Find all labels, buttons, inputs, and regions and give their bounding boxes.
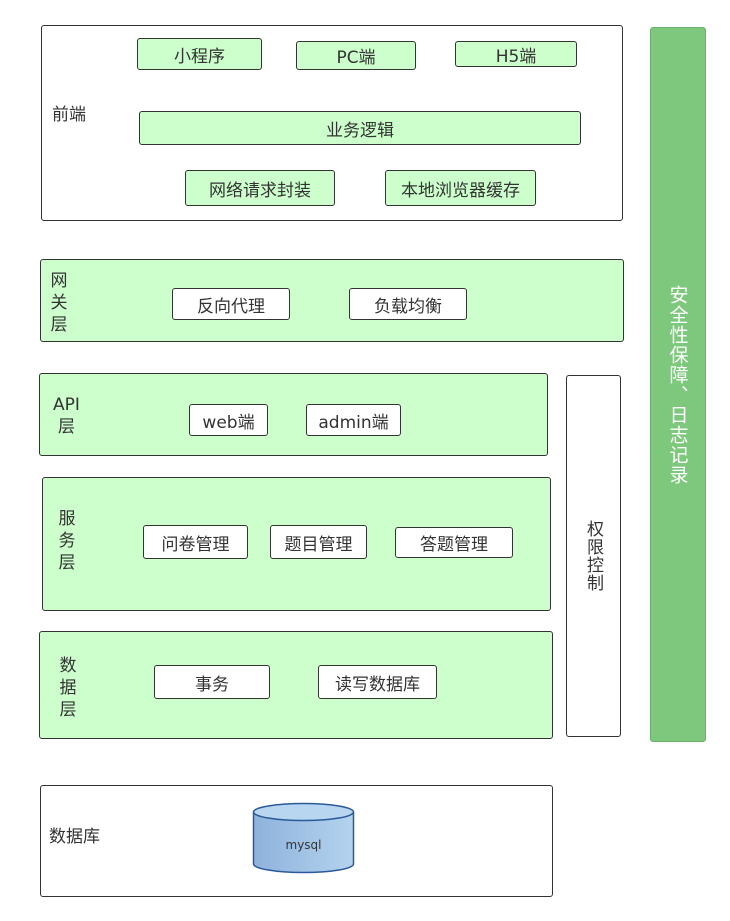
gateway-label-1: 网 [50, 271, 68, 291]
mysql-label: mysql [285, 838, 322, 852]
data-layer: 数 据 层 [39, 631, 553, 739]
frontend-item-h5: H5端 [455, 41, 577, 67]
data-label-3: 层 [59, 700, 77, 720]
reverse-proxy-box: 反向代理 [172, 288, 290, 320]
api-label-2: 层 [58, 417, 75, 437]
answer-mgmt-box: 答题管理 [395, 527, 513, 558]
data-label-1: 数 [59, 656, 77, 676]
transaction-box: 事务 [154, 665, 270, 699]
mysql-cylinder: mysql [252, 802, 355, 874]
database-label: 数据库 [49, 827, 100, 847]
frontend-label: 前端 [52, 105, 86, 125]
admin-end-box: admin端 [306, 404, 401, 436]
load-balance-box: 负载均衡 [349, 288, 467, 320]
service-label-3: 层 [58, 553, 76, 573]
network-request-box: 网络请求封装 [185, 170, 335, 206]
api-label-1: API [53, 395, 80, 415]
question-mgmt-box: 题目管理 [270, 525, 367, 559]
gateway-label-2: 关 [50, 293, 68, 313]
gateway-label-3: 层 [50, 315, 68, 335]
read-write-db-box: 读写数据库 [318, 665, 437, 699]
permission-control-label: 权限控制 [583, 520, 603, 592]
web-end-box: web端 [189, 404, 268, 436]
questionnaire-mgmt-box: 问卷管理 [143, 525, 248, 559]
service-label-1: 服 [58, 509, 76, 529]
data-label-2: 据 [59, 678, 77, 698]
database-cylinder-icon [252, 802, 355, 874]
frontend-item-miniprogram: 小程序 [137, 38, 262, 70]
security-logging-label: 安全性保障、日志记录 [666, 284, 689, 485]
security-logging-panel: 安全性保障、日志记录 [650, 27, 706, 742]
browser-cache-box: 本地浏览器缓存 [385, 170, 536, 206]
service-label-2: 务 [58, 531, 76, 551]
api-layer: API 层 [39, 373, 548, 456]
permission-control-panel: 权限控制 [566, 375, 621, 737]
business-logic-box: 业务逻辑 [139, 111, 581, 145]
gateway-layer: 网 关 层 [40, 259, 624, 342]
frontend-item-pc: PC端 [296, 41, 416, 70]
